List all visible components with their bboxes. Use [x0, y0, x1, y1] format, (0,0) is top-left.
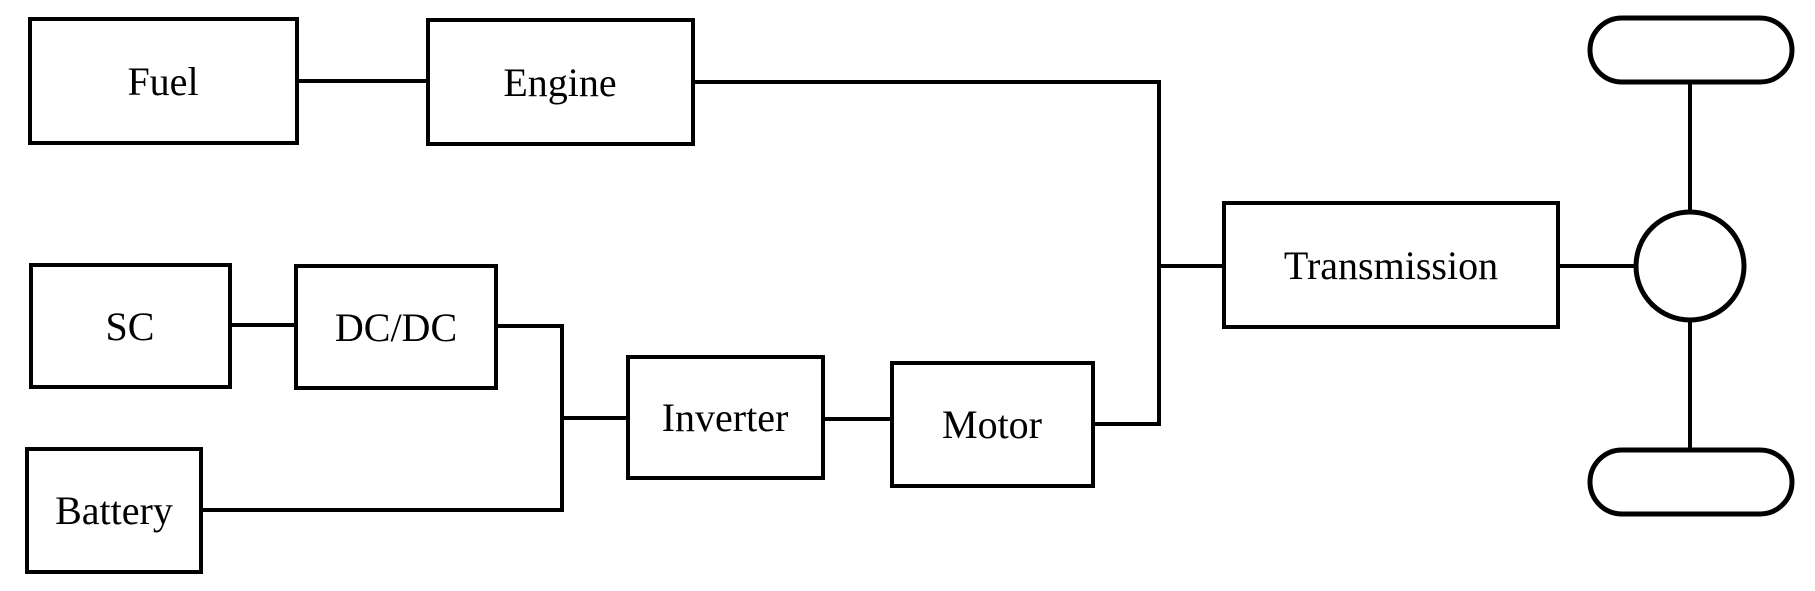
engine-motor-trunk-line [691, 80, 1161, 426]
sc-box [29, 263, 232, 389]
block-labels: Fuel Engine SC DC/DC Battery Inverter Mo… [55, 59, 1498, 533]
sc-label: SC [106, 304, 155, 349]
motor-box [890, 361, 1095, 488]
component-boxes [25, 17, 1560, 574]
transmission-box [1222, 201, 1560, 329]
inverter-label: Inverter [662, 395, 789, 440]
inverter-box [626, 355, 825, 480]
dcdc-label: DC/DC [335, 305, 457, 350]
fuel-box [28, 17, 299, 145]
engine-label: Engine [503, 60, 616, 105]
battery-label: Battery [55, 488, 173, 533]
motor-label: Motor [942, 402, 1042, 447]
drivetrain-shapes [1587, 15, 1795, 517]
connector-lines [199, 79, 1692, 512]
dcdc-box [294, 264, 498, 390]
transmission-label: Transmission [1284, 243, 1498, 288]
top-wheel-icon [1587, 15, 1795, 85]
differential-circle-icon [1633, 209, 1747, 323]
bottom-wheel-icon [1587, 447, 1795, 517]
fuel-label: Fuel [127, 59, 198, 104]
battery-box [25, 447, 203, 574]
engine-box [426, 18, 695, 146]
